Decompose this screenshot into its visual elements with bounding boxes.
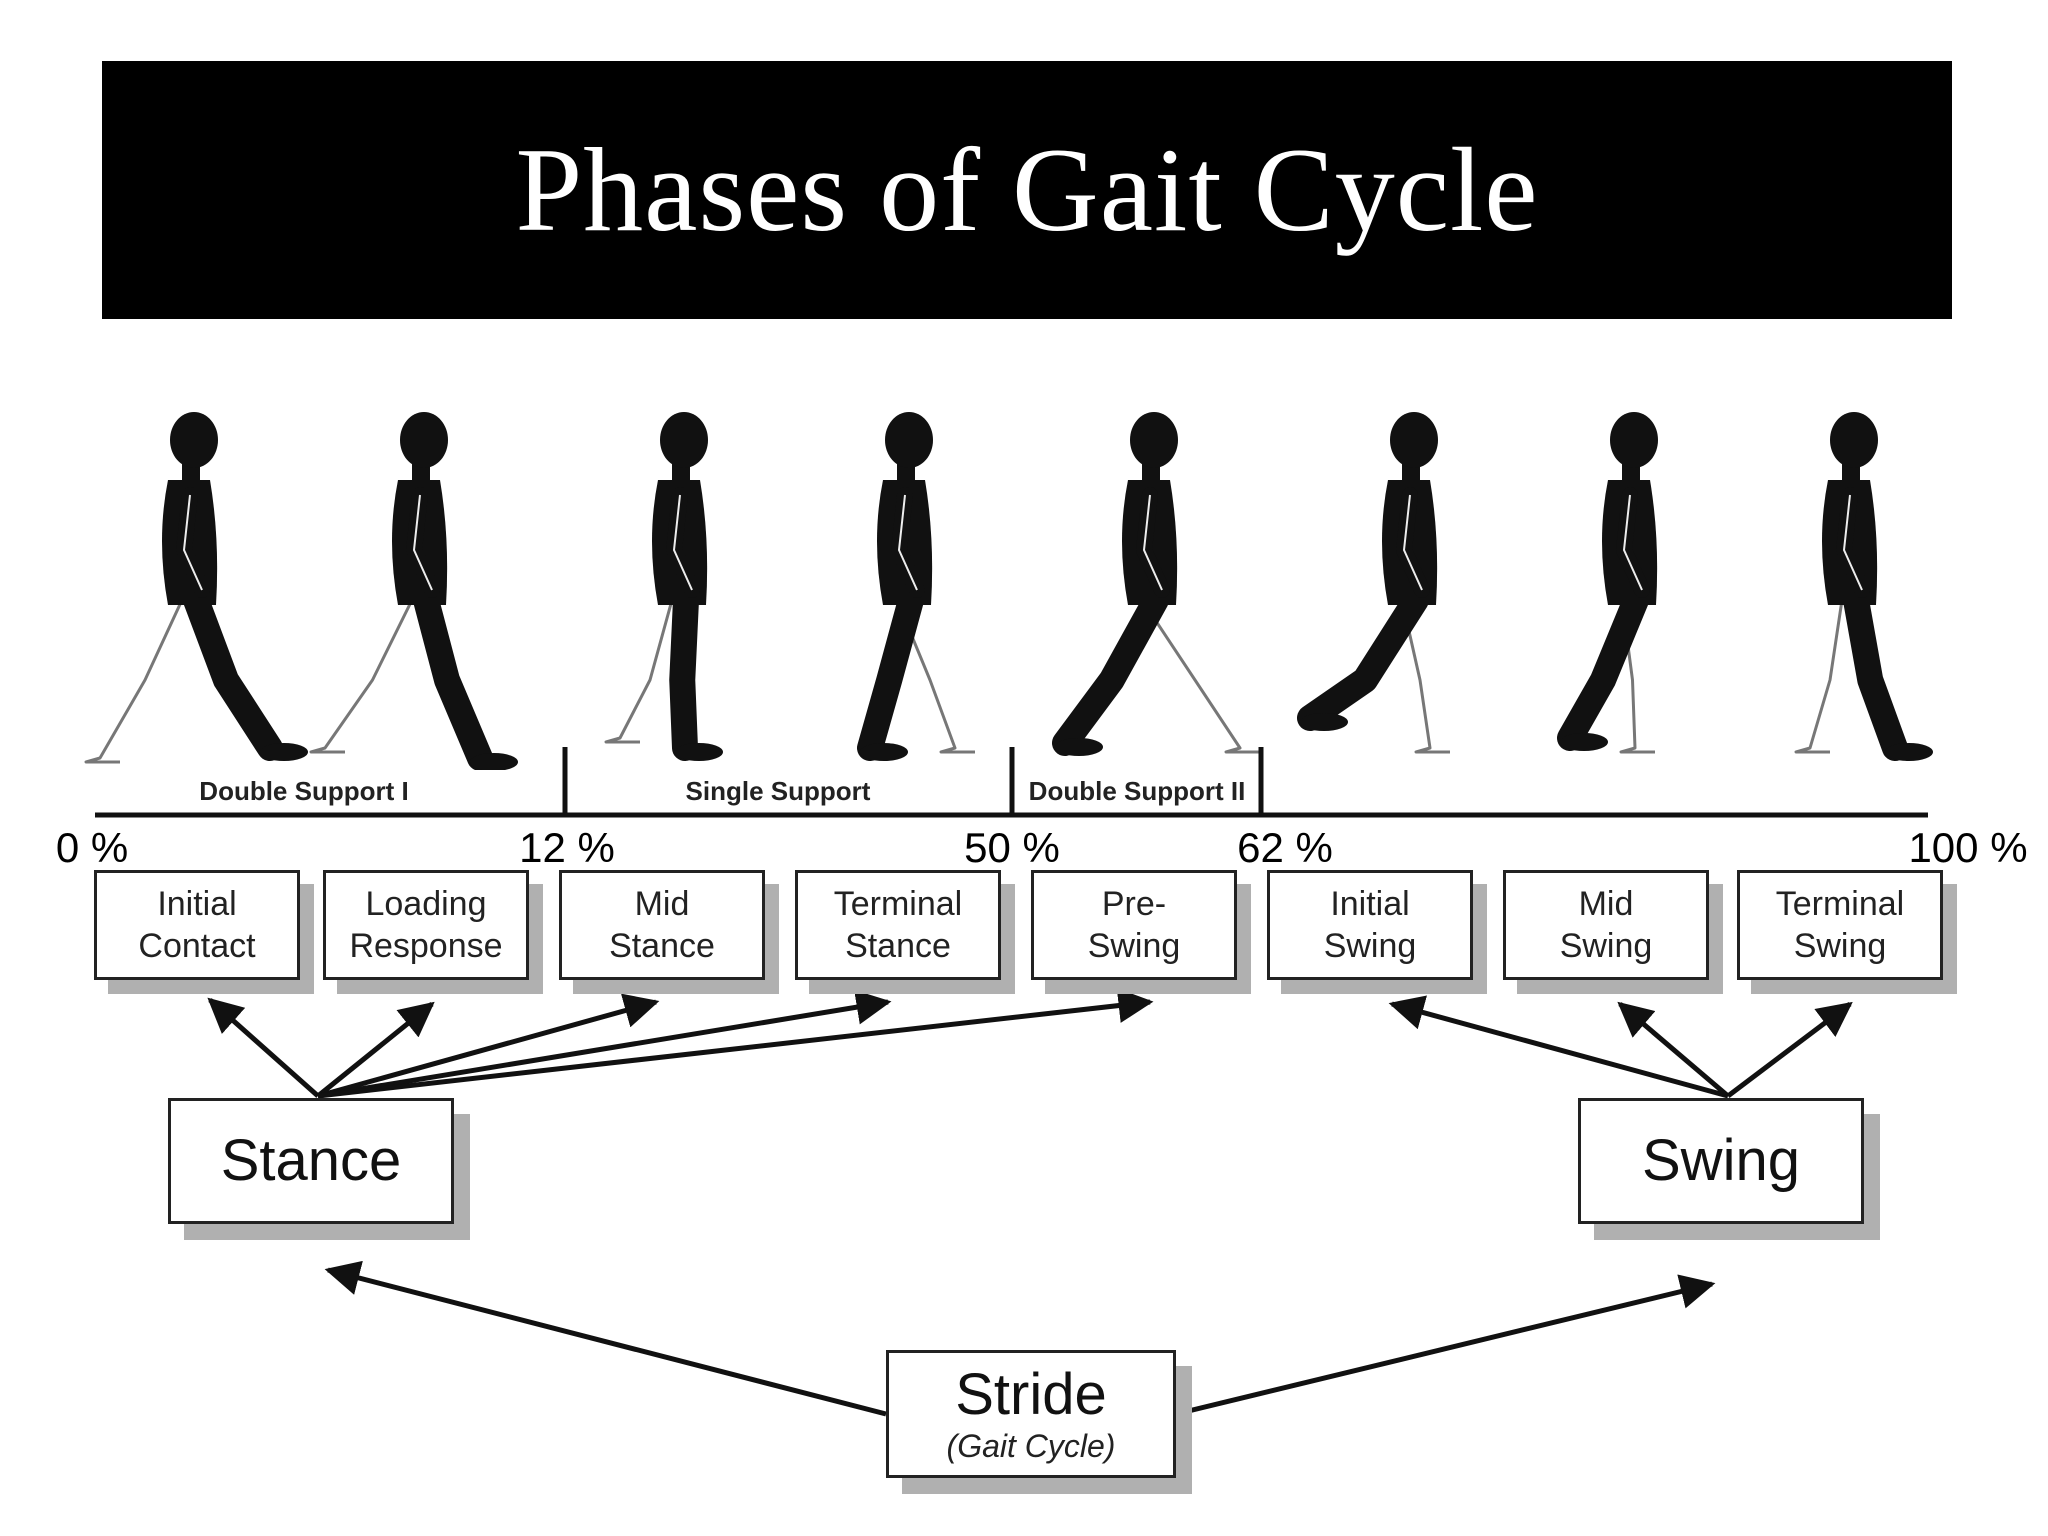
support-label-double-2: Double Support II [1028, 776, 1246, 806]
phase-label: Contact [138, 927, 256, 965]
walking-figure-8 [1794, 412, 1933, 761]
phase-label: Stance [845, 927, 951, 965]
walking-figure-6 [1297, 412, 1450, 754]
walking-figure-3 [604, 412, 723, 761]
page-title: Phases of Gait Cycle [515, 123, 1539, 256]
arrow [317, 993, 660, 1099]
support-label-double-1: Double Support I [199, 776, 409, 806]
stride-label: Stride [955, 1361, 1107, 1427]
swing-box: Swing [1578, 1098, 1864, 1224]
arrow [1726, 1001, 1853, 1098]
phase-box-mid-stance: Mid Stance [559, 870, 765, 980]
stride-sublabel: (Gait Cycle) [946, 1427, 1116, 1464]
title-banner: Phases of Gait Cycle [102, 61, 1952, 319]
phase-label: Initial [157, 885, 237, 923]
phase-box-loading-response: Loading Response [323, 870, 529, 980]
phase-label: Swing [1793, 927, 1887, 965]
walking-figures [84, 412, 1933, 770]
arrow [1388, 995, 1729, 1099]
percent-mark-12: 12 % [519, 824, 615, 871]
percent-mark-0: 0 % [55, 824, 129, 871]
arrow [1175, 1274, 1716, 1417]
arrow [317, 988, 1154, 1099]
phase-label: Stance [609, 927, 715, 965]
walking-figure-1 [84, 412, 308, 764]
phase-box-pre-swing: Pre- Swing [1031, 870, 1237, 980]
swing-label: Swing [1642, 1128, 1800, 1194]
percent-mark-62: 62 % [1237, 824, 1333, 871]
phase-label: Loading [365, 885, 487, 923]
stance-label: Stance [220, 1128, 402, 1194]
percent-mark-100: 100 % [1908, 824, 2028, 871]
stride-box: Stride (Gait Cycle) [886, 1350, 1176, 1478]
arrow [324, 1260, 887, 1417]
walking-figure-5 [1052, 412, 1260, 756]
walking-figure-4 [857, 412, 975, 761]
arrow [1617, 1001, 1730, 1098]
phase-label: Initial [1330, 885, 1410, 923]
phase-label: Terminal [1775, 885, 1905, 923]
support-label-single: Single Support [685, 776, 871, 806]
phase-box-terminal-swing: Terminal Swing [1737, 870, 1943, 980]
phase-label: Response [349, 927, 503, 965]
stance-box: Stance [168, 1098, 454, 1224]
percent-mark-50: 50 % [964, 824, 1060, 871]
phase-box-terminal-stance: Terminal Stance [795, 870, 1001, 980]
arrow [207, 997, 320, 1098]
phase-box-mid-swing: Mid Swing [1503, 870, 1709, 980]
walking-figure-7 [1557, 412, 1658, 754]
phase-label: Swing [1559, 927, 1653, 965]
phase-label: Pre- [1101, 885, 1167, 923]
phase-label: Mid [634, 885, 690, 923]
arrow [317, 989, 892, 1099]
walking-figure-2 [309, 412, 518, 770]
phase-box-initial-contact: Initial Contact [94, 870, 300, 980]
phase-label: Terminal [833, 885, 963, 923]
arrow [316, 1001, 435, 1098]
phase-label: Mid [1578, 885, 1634, 923]
phase-label: Swing [1323, 927, 1417, 965]
phase-box-initial-swing: Initial Swing [1267, 870, 1473, 980]
phase-label: Swing [1087, 927, 1181, 965]
